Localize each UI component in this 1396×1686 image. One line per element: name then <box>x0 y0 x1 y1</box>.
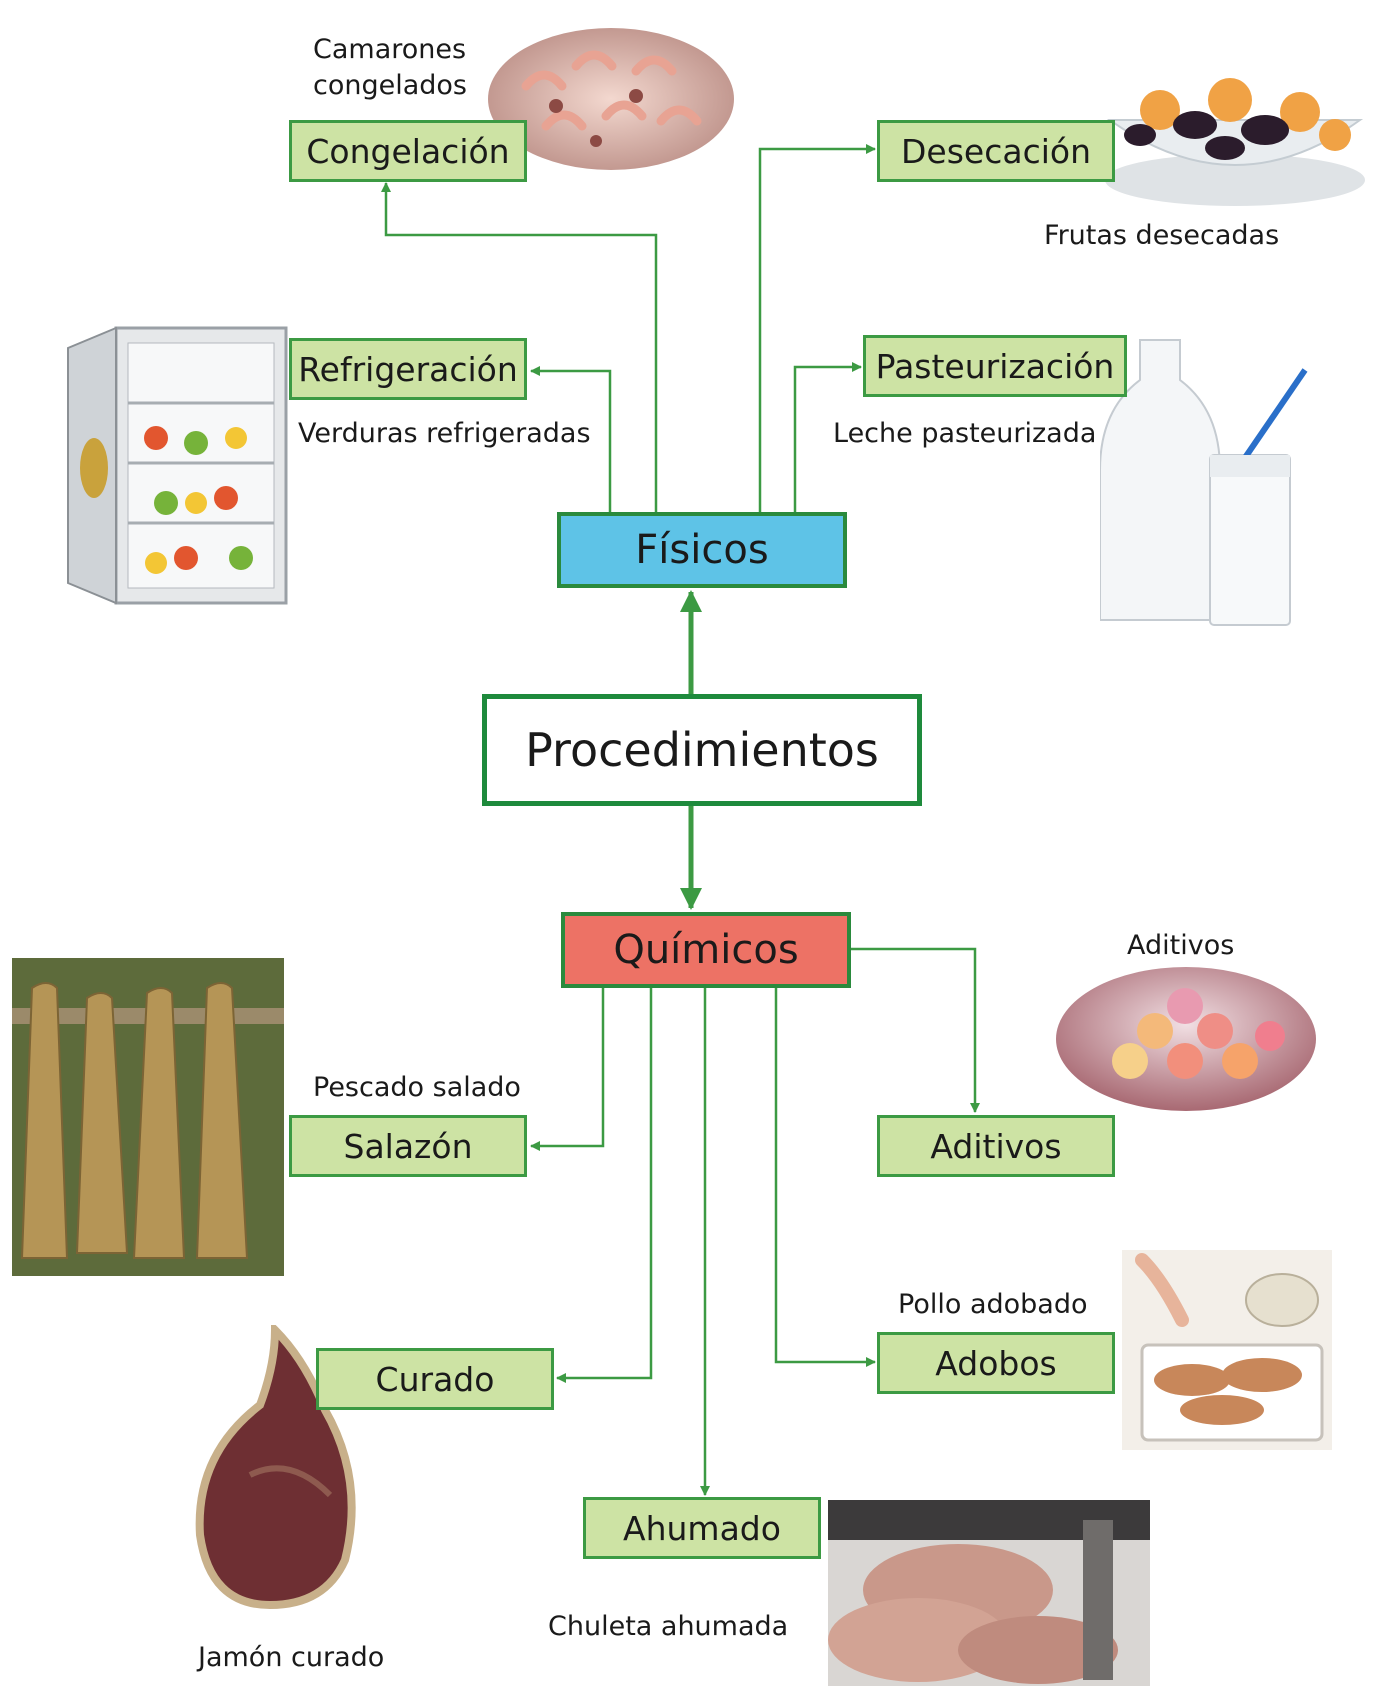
link-congelacion <box>381 182 658 512</box>
smoked-chop-photo <box>828 1500 1150 1686</box>
caption-chuleta: Chuleta ahumada <box>548 1611 789 1642</box>
link-adobos <box>774 988 876 1367</box>
ahumado-node: Ahumado <box>583 1497 821 1559</box>
link-curado <box>556 988 653 1383</box>
quimicos-node: Químicos <box>561 912 851 988</box>
procedimientos-node: Procedimientos <box>482 694 922 806</box>
refrigeracion-node: Refrigeración <box>289 338 527 400</box>
food-additives-photo <box>1055 966 1317 1112</box>
fisicos-node: Físicos <box>557 512 847 588</box>
cured-ham-photo <box>190 1325 385 1610</box>
caption-aditivos: Aditivos <box>1127 930 1235 961</box>
caption-leche: Leche pasteurizada <box>833 418 1097 449</box>
caption-camarones: Camarones congelados <box>313 34 467 101</box>
pasteurizacion-node: Pasteurización <box>863 335 1127 397</box>
caption-jamon: Jamón curado <box>198 1642 385 1673</box>
desecacion-node: Desecación <box>877 120 1115 182</box>
caption-verduras: Verduras refrigeradas <box>298 418 591 449</box>
aditivos-node: Aditivos <box>877 1115 1115 1177</box>
salazon-node: Salazón <box>289 1115 527 1177</box>
marinated-chicken-photo <box>1122 1250 1332 1450</box>
adobos-node: Adobos <box>877 1332 1115 1394</box>
frozen-shrimp-photo <box>486 26 736 172</box>
link-refrigeracion <box>530 366 612 512</box>
link-aditivos <box>849 947 980 1113</box>
curado-node: Curado <box>316 1348 554 1410</box>
link-desecacion <box>758 144 876 512</box>
salted-fish-photo <box>12 958 284 1276</box>
caption-pollo: Pollo adobado <box>898 1289 1088 1320</box>
dried-fruits-photo <box>1100 40 1370 210</box>
link-pasteurizacion <box>793 362 862 512</box>
milk-photo <box>1100 330 1330 630</box>
refrigerator-photo <box>56 318 296 613</box>
congelacion-node: Congelación <box>289 120 527 182</box>
link-salazon <box>530 988 605 1151</box>
caption-pescado: Pescado salado <box>313 1072 521 1103</box>
caption-frutas: Frutas desecadas <box>1044 220 1280 251</box>
